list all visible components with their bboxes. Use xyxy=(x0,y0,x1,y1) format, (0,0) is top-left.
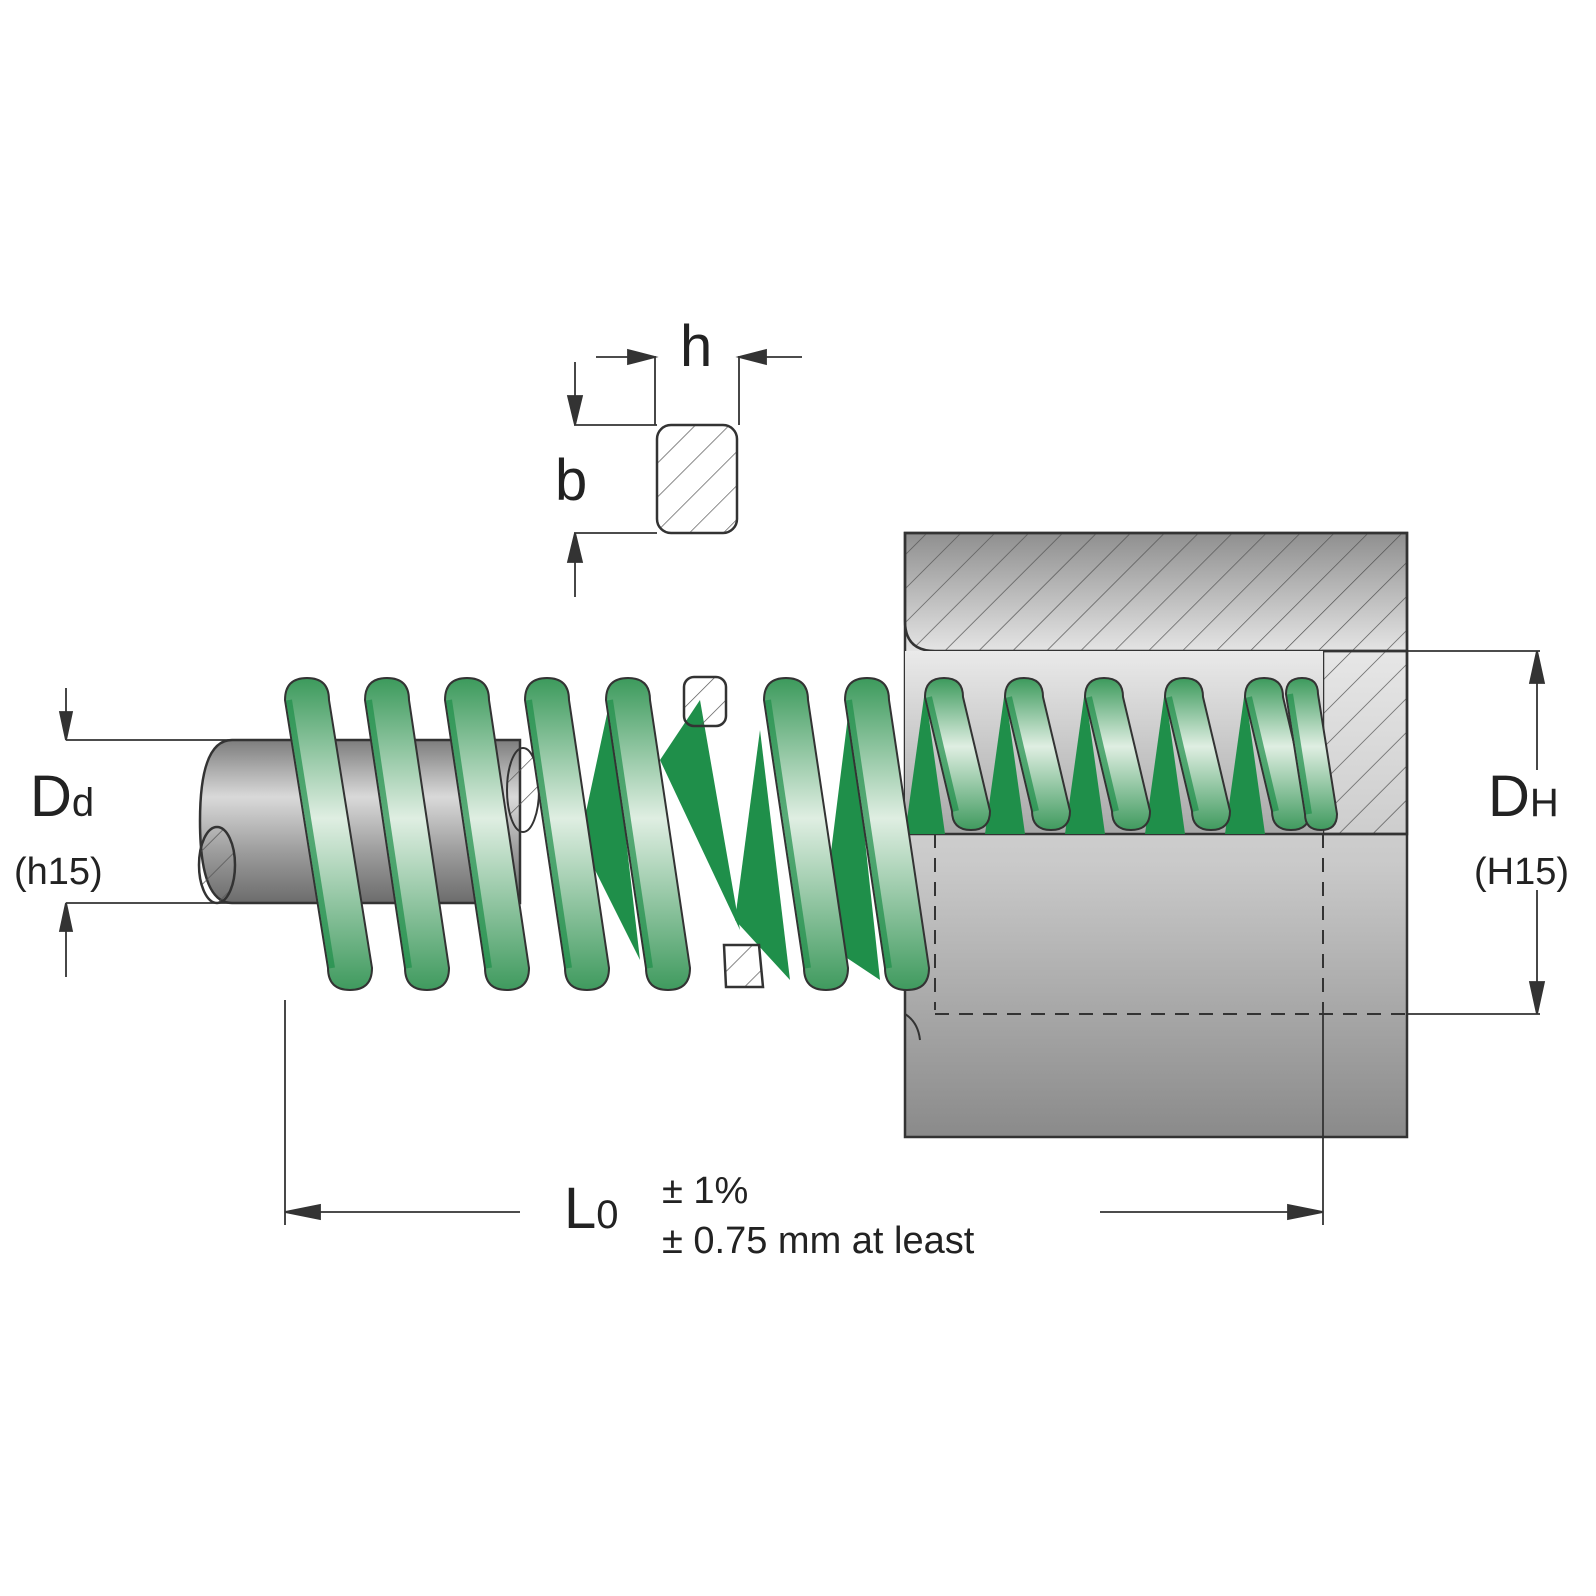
spring-coil-9 xyxy=(1003,676,1072,832)
spring-coil-edge-6 xyxy=(765,699,811,969)
spring-coil-11 xyxy=(1163,676,1232,832)
h-dimension xyxy=(596,348,802,425)
spring-coil-edge-9 xyxy=(1006,696,1039,812)
spring-coil-2 xyxy=(363,676,451,992)
spring-coil-10 xyxy=(1083,676,1152,832)
spring-coil-6 xyxy=(762,676,850,992)
spring-coil-edge-3 xyxy=(446,699,492,969)
spring-coil-edge-1 xyxy=(286,699,335,969)
label-dh-main: D xyxy=(1488,764,1530,829)
spring-coil-edge-7 xyxy=(846,699,892,969)
label-l0-sub: 0 xyxy=(596,1193,619,1237)
spring-coil-13 xyxy=(1284,676,1339,832)
label-dd: Dd xyxy=(30,768,94,826)
spring-coil-7 xyxy=(843,676,931,992)
rod xyxy=(197,738,540,905)
spring-coil-4 xyxy=(523,676,611,992)
housing xyxy=(903,531,1409,1139)
spring-coil-5 xyxy=(604,676,692,992)
label-dh-sub: H xyxy=(1529,781,1559,825)
spring-inner xyxy=(580,690,1265,980)
dh-dimension xyxy=(1407,650,1546,1015)
spring-coils xyxy=(283,676,1339,992)
spring-coil-edge-10 xyxy=(1086,696,1119,812)
label-b: b xyxy=(555,448,588,513)
label-l0-tolerance-pct: ± 1% xyxy=(662,1170,749,1212)
dd-dimension xyxy=(58,688,232,977)
spring-coil-8 xyxy=(923,676,992,832)
spring-coil-edge-12 xyxy=(1246,696,1279,812)
spring-coil-edge-5 xyxy=(607,699,653,969)
spring-coil-edge-11 xyxy=(1166,696,1199,812)
spring-coil-1 xyxy=(283,676,374,992)
b-dimension xyxy=(566,362,657,597)
cut-wire-sections xyxy=(682,675,765,989)
label-dh: DH xyxy=(1488,768,1559,826)
spring-coil-edge-8 xyxy=(926,696,959,812)
spring-coil-edge-13 xyxy=(1287,693,1312,815)
label-h: h xyxy=(680,314,713,379)
label-l0-tolerance-mm: ± 0.75 mm at least xyxy=(662,1220,975,1262)
label-dd-tolerance: (h15) xyxy=(14,851,103,893)
label-dh-tolerance: (H15) xyxy=(1474,851,1570,893)
label-dd-sub: d xyxy=(71,781,95,825)
label-dd-main: D xyxy=(30,764,72,829)
spring-coil-edge-4 xyxy=(526,699,572,969)
wire-cross-section xyxy=(655,423,739,535)
label-l0-main: L xyxy=(564,1176,597,1241)
spring-coil-edge-2 xyxy=(366,699,412,969)
spring-coil-3 xyxy=(443,676,531,992)
l0-dimension xyxy=(284,1000,1324,1225)
label-l0: L0 xyxy=(564,1180,619,1238)
